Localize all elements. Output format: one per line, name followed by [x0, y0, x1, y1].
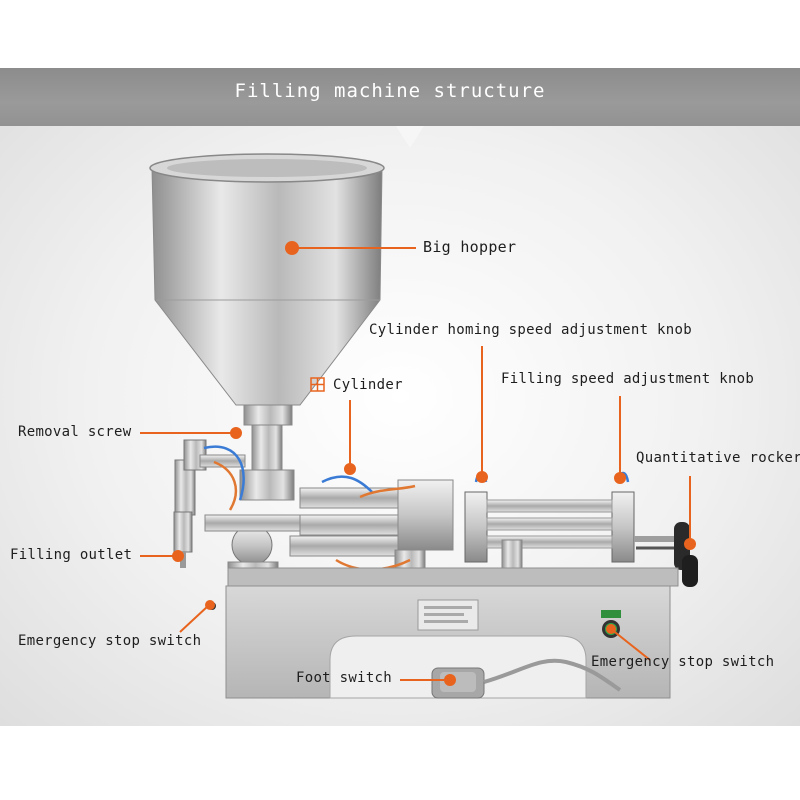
page-title: Filling machine structure: [234, 80, 546, 102]
emergency-stop-right-marker: [606, 624, 616, 634]
grid-square-icon: [310, 377, 325, 392]
label-filling-outlet: Filling outlet: [10, 547, 133, 563]
label-filling-speed-knob: Filling speed adjustment knob: [501, 371, 755, 387]
label-cylinder: Cylinder: [333, 377, 403, 393]
quantitative-rocker-marker: [684, 538, 696, 550]
callout-leaders: [140, 241, 696, 686]
cylinder-homing-knob-marker: [476, 471, 488, 483]
label-emergency-stop-right: Emergency stop switch: [591, 654, 775, 670]
big-hopper-marker: [285, 241, 299, 255]
filling-outlet-marker: [172, 550, 184, 562]
label-foot-switch: Foot switch: [296, 670, 393, 686]
label-quantitative-rocker: Quantitative rocker: [636, 450, 800, 466]
big-hopper: [149, 153, 385, 501]
title-banner: [0, 68, 800, 126]
foot-switch-marker: [444, 674, 456, 686]
label-big-hopper: Big hopper: [423, 238, 517, 256]
quantitative-rocker-wheel: [674, 522, 698, 587]
filling-speed-knob-marker: [614, 472, 626, 484]
cylinder-marker: [344, 463, 356, 475]
removal-screw-marker: [230, 427, 242, 439]
emergency-stop-left-marker: [205, 600, 215, 610]
cylinder-assembly: [289, 479, 454, 586]
label-cylinder-homing-knob: Cylinder homing speed adjustment knob: [369, 322, 692, 338]
banner-pointer: [396, 126, 424, 148]
pneumatic-tubes: [203, 445, 630, 571]
label-emergency-stop-left: Emergency stop switch: [18, 633, 202, 649]
rod-frame: [464, 491, 690, 569]
foot-switch: [431, 658, 622, 699]
label-removal-screw: Removal screw: [18, 424, 132, 440]
